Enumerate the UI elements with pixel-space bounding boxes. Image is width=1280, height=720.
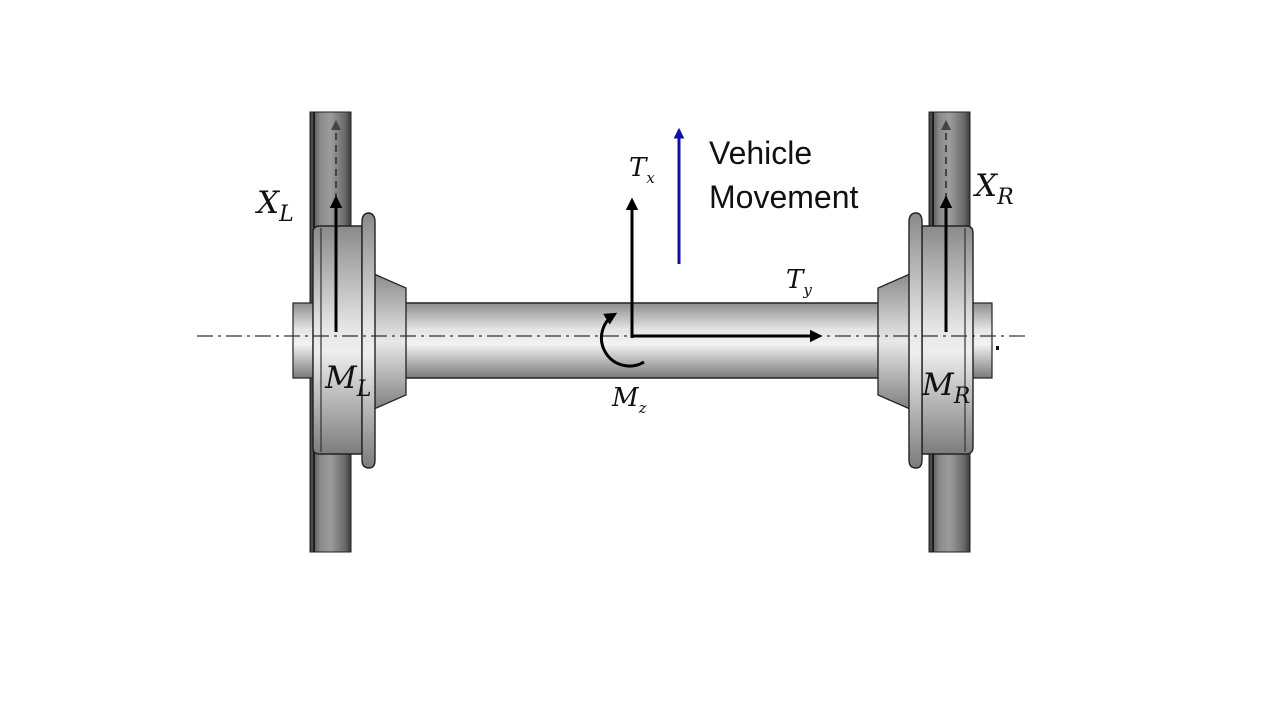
axle bbox=[404, 302, 881, 379]
m-left-label: ML bbox=[324, 360, 371, 402]
x-right-label: XR bbox=[973, 168, 1014, 210]
centerline-end-dot bbox=[996, 346, 999, 350]
right-axle-stub bbox=[971, 302, 993, 379]
left-axle-stub bbox=[292, 302, 314, 379]
vehicle-movement-label: Vehicle Movement bbox=[709, 135, 859, 215]
m-right-label: MR bbox=[921, 367, 970, 409]
mz-label: Mz bbox=[611, 383, 647, 417]
mz-moment-arrow bbox=[600, 312, 645, 368]
left-wheel bbox=[312, 212, 407, 469]
right-wheel bbox=[877, 212, 974, 469]
ty-label: Ty bbox=[786, 265, 812, 299]
tx-label: Tx bbox=[629, 153, 655, 187]
x-left-label: XL bbox=[255, 185, 294, 227]
